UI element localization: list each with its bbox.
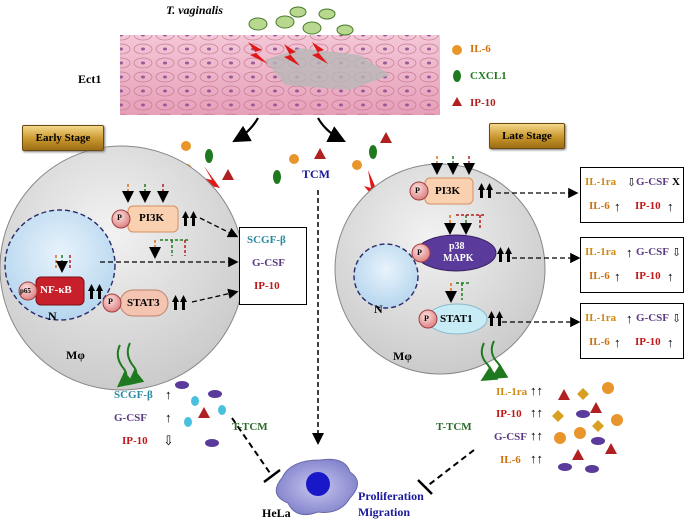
late-box2-up2: ↑ [614, 269, 621, 284]
late-box2-down: ⇩ [672, 247, 682, 259]
late-box2-up3: ↑ [667, 269, 674, 284]
late-sec-up1: ↑↑ [530, 383, 543, 398]
late-box2-gcsf: G-CSF [636, 246, 669, 258]
early-box-ip10: IP-10 [254, 280, 280, 292]
late-stat1-label: STAT1 [440, 313, 473, 325]
early-stage-badge: Early Stage [22, 125, 104, 151]
early-nfkb-label: NF-κB [40, 284, 72, 296]
arrow-up-gcsf: ↑ [165, 410, 172, 425]
epithelial-layer [120, 35, 440, 115]
hela-label: HeLa [262, 506, 291, 520]
lightning-bolts [248, 42, 328, 66]
late-box2-il6: IL-6 [589, 270, 610, 282]
late-box1-up2: ↑ [667, 199, 674, 214]
late-sec-up4: ↑↑ [530, 451, 543, 466]
early-secreted-ip10: IP-10 [122, 435, 148, 447]
early-p65-label: p65 [20, 287, 31, 295]
legend-cxcl1: CXCL1 [470, 70, 507, 82]
late-box3-gcsf: G-CSF [636, 312, 669, 324]
early-secreted-gcsf: G-CSF [114, 412, 147, 424]
late-box1-down: ⇩ [627, 177, 637, 189]
late-box3-il1ra: IL-1ra [585, 312, 617, 324]
late-sec-up3: ↑↑ [530, 428, 543, 443]
early-p-stat3: P [108, 297, 113, 306]
late-box1-ip10: IP-10 [635, 200, 661, 212]
early-ttcm-label: T-TCM [232, 421, 268, 433]
late-box3-il6: IL-6 [589, 336, 610, 348]
late-box3-down: ⇩ [672, 313, 682, 325]
late-box2-ip10: IP-10 [635, 270, 661, 282]
early-box-scgf: SCGF-β [247, 234, 286, 246]
late-box1-il6: IL-6 [589, 200, 610, 212]
early-stat3-label: STAT3 [127, 297, 160, 309]
late-secreted-il6: IL-6 [500, 454, 521, 466]
late-cell-label: Mφ [393, 349, 412, 363]
early-pi3k-label: PI3K [139, 212, 165, 224]
late-mapk-label: MAPK [443, 253, 474, 264]
late-box3-ip10: IP-10 [635, 336, 661, 348]
late-box3-up3: ↑ [667, 335, 674, 350]
late-p38-label: p38 [449, 241, 465, 252]
ect1-label: Ect1 [78, 72, 102, 86]
late-box1-il1ra: IL-1ra [585, 176, 617, 188]
legend-il6: IL-6 [470, 43, 491, 55]
title-label: T. vaginalis [166, 3, 223, 17]
legend-ip10: IP-10 [470, 97, 496, 109]
early-secreted-scgf: SCGF-β [114, 389, 153, 401]
late-box1-gcsf: G-CSF [636, 176, 669, 188]
late-ttcm-label: T-TCM [436, 421, 472, 433]
late-box2-up1: ↑ [626, 245, 633, 260]
late-output-box-2: IL-1ra ↑ G-CSF ⇩ IL-6 ↑ IP-10 ↑ [580, 237, 684, 293]
arrow-down-ip10: ⇩ [163, 433, 174, 448]
late-output-box-1: IL-1ra ⇩ G-CSF X IL-6 ↑ IP-10 ↑ [580, 167, 684, 223]
early-p-pi3k: P [117, 213, 122, 222]
early-nucleus-label: N [48, 309, 57, 323]
late-nucleus-label: N [374, 302, 383, 316]
late-secreted-il1ra: IL-1ra [496, 386, 528, 398]
late-box1-up1: ↑ [614, 199, 621, 214]
late-output-box-3: IL-1ra ↑ G-CSF ⇩ IL-6 ↑ IP-10 ↑ [580, 303, 684, 359]
late-secreted-ip10: IP-10 [496, 408, 522, 420]
late-p-p38: P [417, 248, 422, 257]
outcome-proliferation: Proliferation [358, 489, 424, 503]
late-secreted-gcsf: G-CSF [494, 431, 527, 443]
late-pi3k-label: PI3K [435, 185, 461, 197]
late-stage-badge: Late Stage [489, 123, 565, 149]
late-box3-up1: ↑ [626, 311, 633, 326]
parasites [248, 6, 354, 36]
macrophage-early [0, 145, 245, 391]
early-cell-label: Mφ [66, 348, 85, 362]
late-box1-x: X [672, 176, 680, 188]
outcome-migration: Migration [358, 505, 410, 519]
arrow-up-scgf: ↑ [165, 387, 172, 402]
tcm-label: TCM [302, 167, 330, 181]
late-sec-up2: ↑↑ [530, 405, 543, 420]
late-box2-il1ra: IL-1ra [585, 246, 617, 258]
late-box3-up2: ↑ [614, 335, 621, 350]
late-p-stat1: P [424, 314, 429, 323]
late-p-pi3k: P [415, 186, 420, 195]
early-box-gcsf: G-CSF [252, 257, 285, 269]
early-output-box: SCGF-β G-CSF IP-10 [239, 227, 307, 305]
